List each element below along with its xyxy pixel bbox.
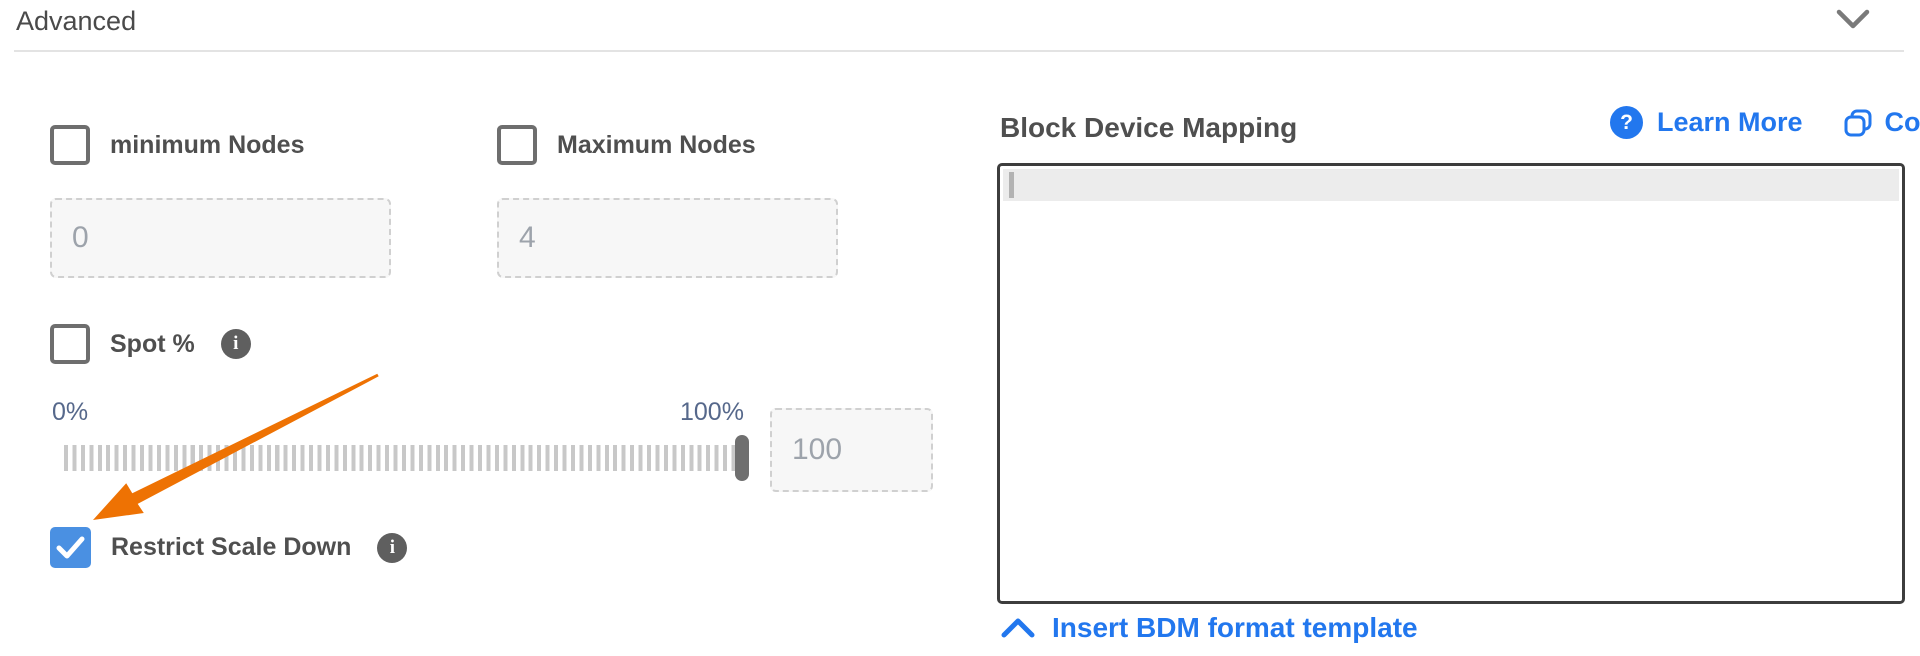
spot-percent-label: Spot % bbox=[110, 329, 195, 358]
restrict-scale-down-field: Restrict Scale Down i bbox=[50, 527, 408, 568]
learn-more-link[interactable]: Learn More bbox=[1657, 107, 1803, 137]
bdm-editor[interactable] bbox=[997, 163, 1905, 604]
section-title-advanced: Advanced bbox=[16, 6, 137, 36]
maximum-nodes-label: Maximum Nodes bbox=[557, 130, 756, 159]
editor-active-line bbox=[1003, 169, 1899, 201]
info-icon[interactable]: i bbox=[220, 329, 251, 359]
minimum-nodes-input[interactable] bbox=[50, 198, 391, 278]
section-divider bbox=[14, 50, 1904, 52]
spot-percent-value-input[interactable] bbox=[770, 408, 933, 492]
spot-percent-checkbox[interactable] bbox=[50, 324, 90, 364]
insert-bdm-template-link[interactable]: Insert BDM format template bbox=[1000, 612, 1418, 644]
restrict-scale-down-checkbox[interactable] bbox=[50, 527, 91, 568]
slider-min-label: 0% bbox=[52, 398, 89, 426]
maximum-nodes-input[interactable] bbox=[497, 198, 838, 278]
restrict-scale-down-label: Restrict Scale Down bbox=[111, 533, 352, 561]
collapse-section-button[interactable] bbox=[1836, 8, 1870, 32]
slider-max-label: 100% bbox=[680, 398, 744, 426]
copy-icon[interactable] bbox=[1843, 108, 1873, 138]
minimum-nodes-field: minimum Nodes bbox=[50, 125, 304, 165]
info-icon[interactable]: i bbox=[377, 532, 408, 563]
spot-percent-field: Spot % i bbox=[50, 324, 251, 364]
editor-caret bbox=[1009, 172, 1014, 198]
checkmark-icon bbox=[56, 536, 85, 558]
minimum-nodes-label: minimum Nodes bbox=[110, 130, 305, 159]
spot-percent-slider-handle[interactable] bbox=[735, 435, 749, 481]
bdm-links: ? Learn More Copy bbox=[1610, 106, 1920, 139]
chevron-down-icon bbox=[1836, 9, 1870, 29]
insert-bdm-template-label: Insert BDM format template bbox=[1052, 612, 1418, 643]
spot-percent-slider-track[interactable] bbox=[64, 445, 738, 471]
chevron-up-icon bbox=[1001, 618, 1035, 638]
maximum-nodes-checkbox[interactable] bbox=[497, 125, 537, 165]
bdm-title: Block Device Mapping bbox=[1000, 112, 1298, 143]
maximum-nodes-field: Maximum Nodes bbox=[497, 125, 756, 165]
copy-link[interactable]: Copy bbox=[1884, 107, 1920, 137]
help-icon[interactable]: ? bbox=[1610, 106, 1643, 139]
minimum-nodes-checkbox[interactable] bbox=[50, 125, 90, 165]
